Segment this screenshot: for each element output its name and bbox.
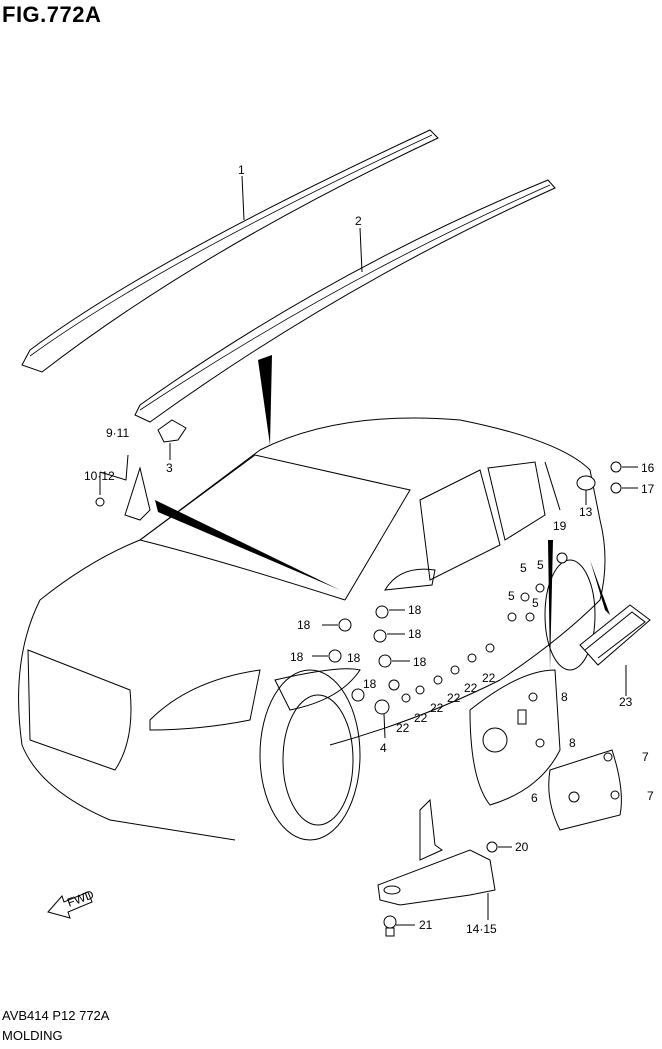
car-body: [18, 417, 606, 841]
callout-22f: 22: [396, 721, 410, 735]
callout-22a: 22: [482, 671, 496, 685]
callout-22b: 22: [464, 681, 478, 695]
callout-2: 2: [355, 214, 362, 228]
callout-18c: 18: [408, 627, 422, 641]
callout-13: 13: [579, 505, 593, 519]
callout-8a: 8: [561, 690, 568, 704]
callout-10-12: 10·12: [84, 469, 115, 483]
pillar-garnish[interactable]: [95, 454, 151, 521]
molding-clip-3[interactable]: [157, 419, 187, 460]
callout-22d: 22: [430, 701, 444, 715]
fwd-arrow: FWD: [47, 887, 96, 919]
callout-6: 6: [531, 791, 538, 805]
lower-bracket[interactable]: [377, 798, 496, 920]
callout-5d: 5: [532, 596, 539, 610]
figure-code: AVB414 P12 772A: [2, 1008, 110, 1023]
callout-14-15: 14·15: [466, 922, 497, 936]
callout-18a: 18: [297, 618, 311, 632]
callout-20: 20: [515, 840, 529, 854]
callout-18f: 18: [413, 655, 427, 669]
callout-1: 1: [238, 163, 245, 177]
figure-title: FIG.772A: [2, 2, 102, 27]
side-panel-6-7[interactable]: [548, 749, 622, 831]
callout-22c: 22: [447, 691, 461, 705]
callout-5c: 5: [508, 589, 515, 603]
callout-21: 21: [419, 918, 433, 932]
callout-18e: 18: [347, 651, 361, 665]
pointer-arrows: [155, 355, 610, 670]
callout-8b: 8: [569, 736, 576, 750]
side-panel-8[interactable]: [469, 669, 561, 806]
clip-grommets[interactable]: [312, 461, 638, 739]
roof-molding-upper[interactable]: [21, 129, 439, 373]
callout-16: 16: [641, 461, 655, 475]
callout-9-11: 9·11: [106, 426, 129, 440]
callout-19: 19: [553, 519, 567, 533]
fastener-21[interactable]: [383, 915, 415, 937]
callout-5a: 5: [520, 561, 527, 575]
roof-molding-lower[interactable]: [134, 179, 556, 423]
callout-18g: 18: [363, 677, 377, 691]
callouts: 1 2 3 4 5 5 5 5 6 7 7 8 8 9·11 10·12 13 …: [84, 163, 655, 936]
fuel-lid[interactable]: [576, 475, 596, 505]
fastener-20[interactable]: [486, 841, 512, 853]
callout-23: 23: [619, 695, 633, 709]
callout-7b: 7: [647, 789, 654, 803]
wheel-arch-seal[interactable]: [579, 604, 651, 696]
callout-18d: 18: [290, 650, 304, 664]
callout-3: 3: [166, 461, 173, 475]
callout-17: 17: [641, 482, 655, 496]
callout-5b: 5: [537, 558, 544, 572]
callout-22e: 22: [414, 711, 428, 725]
callout-7a: 7: [642, 750, 649, 764]
callout-18b: 18: [408, 603, 422, 617]
figure-name: MOLDING: [2, 1028, 63, 1043]
callout-4: 4: [380, 741, 387, 755]
